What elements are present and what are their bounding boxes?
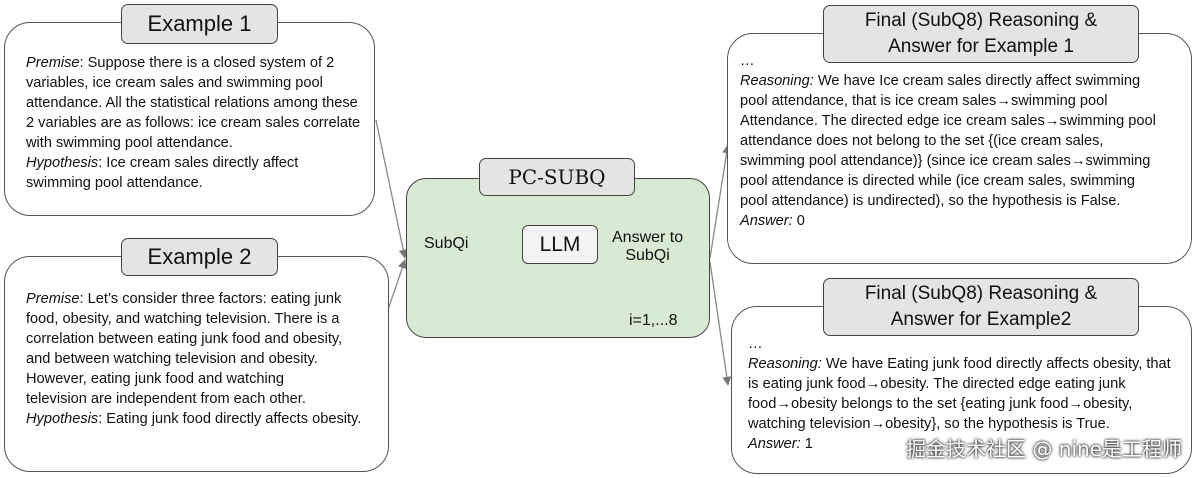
final2-answer-label: Answer:: [748, 436, 801, 452]
answer-to-subqi-label: Answer to SubQi: [612, 229, 684, 264]
example1-hypothesis-label: Hypothesis: [26, 155, 99, 171]
connector-center-to-final2: [709, 261, 732, 386]
final1-answer-value: 0: [792, 213, 805, 229]
watermark: 掘金技术社区 @ nine是工程师: [906, 437, 1182, 461]
example1-premise-label: Premise: [26, 55, 80, 71]
final2-reasoning-text: We have Eating junk food directly affect…: [748, 356, 1171, 432]
iteration-label: i=1,...8: [629, 312, 678, 329]
example1-premise-text: : Suppose there is a closed system of 2 …: [26, 55, 361, 151]
example2-box: [4, 256, 389, 472]
pc-subq-title: PC-SUBQ: [479, 158, 635, 196]
example2-hypothesis-label: Hypothesis: [26, 411, 99, 427]
final1-answer-label: Answer:: [740, 213, 793, 229]
example1-hypothesis-text: : Ice cream sales directly affect swimmi…: [26, 155, 299, 191]
example1-box: [4, 22, 375, 216]
example1-title: Example 1: [121, 4, 278, 44]
final2-content: … Reasoning: We have Eating junk food di…: [748, 334, 1172, 454]
final1-reasoning-label: Reasoning:: [740, 73, 814, 89]
subqi-input-label: SubQi: [424, 235, 469, 252]
final1-reasoning-text: We have Ice cream sales directly affect …: [740, 73, 1156, 209]
final1-content: … Reasoning: We have Ice cream sales dir…: [740, 51, 1164, 231]
example2-title: Example 2: [121, 238, 278, 276]
example2-hypothesis-text: : Eating junk food directly affects obes…: [98, 411, 362, 427]
final2-answer-value: 1: [800, 436, 813, 452]
final1-box: [727, 33, 1192, 264]
example2-premise-label: Premise: [26, 291, 80, 307]
example1-content: Premise: Suppose there is a closed syste…: [26, 53, 361, 193]
final2-title: Final (SubQ8) Reasoning & Answer for Exa…: [823, 278, 1139, 336]
llm-box: LLM: [522, 225, 598, 264]
final1-title: Final (SubQ8) Reasoning & Answer for Exa…: [823, 5, 1139, 63]
final1-ellipsis: …: [740, 53, 755, 69]
example2-content: Premise: Let’s consider three factors: e…: [26, 289, 366, 429]
connector-center-to-final1: [709, 144, 732, 259]
connector-example1-to-center: [375, 119, 408, 259]
example2-premise-text: : Let’s consider three factors: eating j…: [26, 291, 343, 407]
final2-ellipsis: …: [748, 336, 763, 352]
final2-reasoning-label: Reasoning:: [748, 356, 822, 372]
